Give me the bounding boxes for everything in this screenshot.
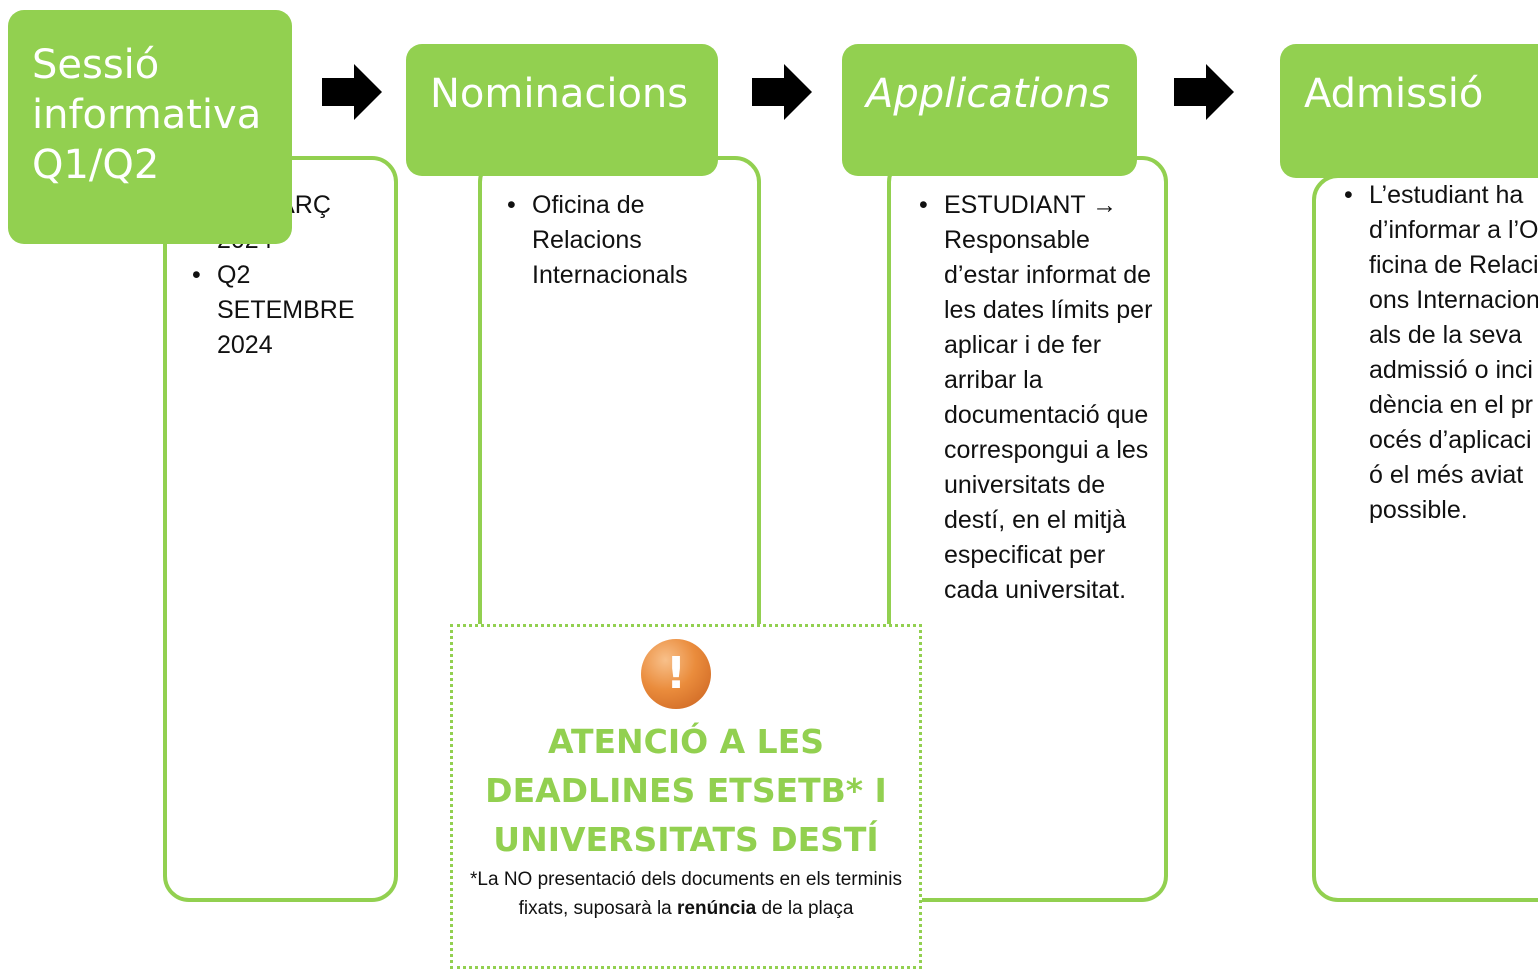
step-1-card: Q1 MARÇ 2024 Q2 SETEMBRE 2024 [163,156,398,902]
step-4-header: Admissió [1280,44,1538,178]
step-4-card: L’estudiant ha d’informar a l’Oficina de… [1312,174,1538,902]
warning-title: ATENCIÓ A LES DEADLINES ETSETB* I UNIVER… [485,722,887,859]
step-3-item: ESTUDIANT → Responsable d’estar informat… [919,188,1155,608]
arrow-right-icon [322,64,382,120]
step-4-title: Admissió [1304,71,1484,117]
step-1-title: Sessió informativa Q1/Q2 [32,42,262,188]
step-3-title: Applications [866,71,1111,117]
arrow-right-icon [752,64,812,120]
step-4-item: L’estudiant ha d’informar a l’Oficina de… [1344,178,1538,528]
step-1-header: Sessió informativa Q1/Q2 [8,10,292,244]
deadline-warning: ! ATENCIÓ A LES DEADLINES ETSETB* I UNIV… [450,624,922,969]
step-3-header: Applications [842,44,1137,176]
arrow-right-icon [1174,64,1234,120]
warning-note: *La NO presentació dels documents en els… [470,869,902,919]
step-2-title: Nominacions [430,71,689,117]
step-2-header: Nominacions [406,44,718,176]
step-3-card: ESTUDIANT → Responsable d’estar informat… [887,156,1168,902]
step-1-item: Q2 SETEMBRE 2024 [192,258,367,363]
exclamation-icon: ! [641,639,711,709]
warning-note-bold: renúncia [677,898,757,919]
step-2-item: Oficina de Relacions Internacionals [507,188,737,293]
